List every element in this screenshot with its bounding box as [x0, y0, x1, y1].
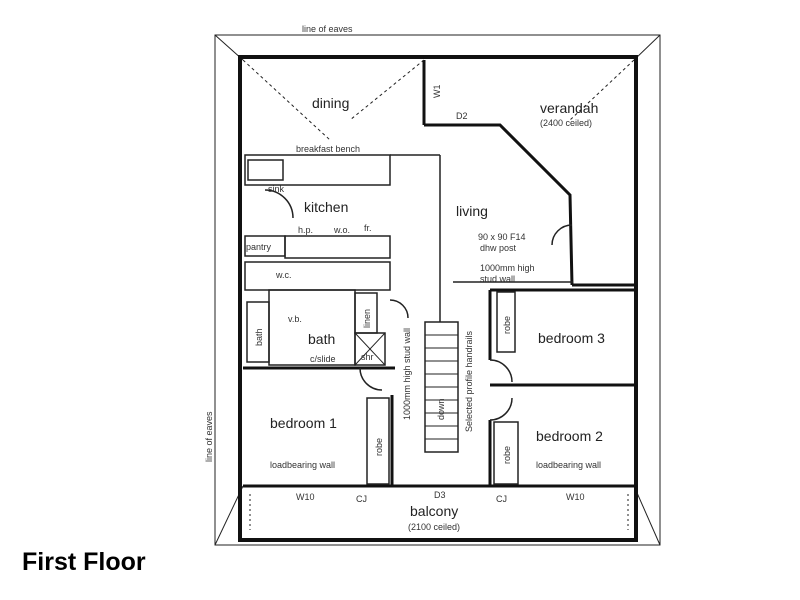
- eaves-outline: [214, 34, 661, 546]
- stud-wall-note-line2: stud wall: [480, 274, 515, 284]
- hp-label: h.p.: [298, 225, 313, 235]
- bedroom3-door-arc: [489, 359, 513, 383]
- post-note-line1: 90 x 90 F14: [478, 232, 526, 242]
- bath-tub-label: bath: [254, 328, 264, 346]
- bedroom2-door-arc: [489, 397, 513, 421]
- robe-top-bedroom3: [496, 291, 516, 353]
- fr-label: fr.: [364, 223, 372, 233]
- eaves-hip-tr: [633, 34, 661, 61]
- loadbearing-wall-left-label: loadbearing wall: [270, 460, 335, 470]
- room-label-bath: bath: [308, 331, 335, 347]
- room-label-verandah: verandah: [540, 100, 598, 116]
- room-label-balcony: balcony: [410, 503, 458, 519]
- robe-bedroom1-label: robe: [374, 438, 384, 456]
- window-w1-label: W1: [432, 85, 442, 99]
- linen-label: linen: [362, 309, 372, 328]
- room-label-bedroom1: bedroom 1: [270, 415, 337, 431]
- room-label-dining: dining: [312, 95, 349, 111]
- bath-door-arc: [389, 299, 409, 319]
- eaves-hip-br: [633, 485, 661, 546]
- kitchen-door-arc: [264, 189, 294, 219]
- cj-left-label: CJ: [356, 494, 367, 504]
- breakfast-bench: [244, 154, 391, 186]
- verandah-note: (2400 ceiled): [540, 118, 592, 128]
- loadbearing-wall-right-label: loadbearing wall: [536, 460, 601, 470]
- bedroom1-door-arc: [359, 367, 383, 391]
- window-w10-right-label: W10: [566, 492, 585, 502]
- room-label-bedroom2: bedroom 2: [536, 428, 603, 444]
- room-label-kitchen: kitchen: [304, 199, 348, 215]
- door-d3-label: D3: [434, 490, 446, 500]
- stud-wall-note-line1: 1000mm high: [480, 263, 535, 273]
- kitchen-bench: [284, 235, 391, 259]
- window-w10-left-label: W10: [296, 492, 315, 502]
- sink-label: sink: [268, 184, 285, 194]
- handrails-label: Selected profile handrails: [464, 330, 474, 432]
- robe-bedroom2-label: robe: [502, 446, 512, 464]
- verandah-wall-angled: [424, 123, 574, 286]
- shr-label: shr: [361, 352, 374, 362]
- wo-label: w.o.: [333, 225, 350, 235]
- room-label-bedroom3: bedroom 3: [538, 330, 605, 346]
- stair-down-label: down: [436, 398, 446, 420]
- slide-label: c/slide: [310, 354, 336, 364]
- verandah-door-arc: [551, 224, 573, 246]
- vb-label: v.b.: [288, 314, 302, 324]
- pantry-label: pantry: [246, 242, 272, 252]
- wc-label: w.c.: [275, 270, 292, 280]
- shower: [354, 332, 386, 366]
- door-d2-label: D2: [456, 111, 468, 121]
- robe-top-label: robe: [502, 316, 512, 334]
- sink-unit: [247, 159, 284, 181]
- stud-wall-vertical-label: 1000mm high stud wall: [402, 328, 412, 420]
- balcony-note: (2100 ceiled): [408, 522, 460, 532]
- breakfast-bench-label: breakfast bench: [296, 144, 360, 154]
- floor-caption: First Floor: [22, 548, 146, 576]
- post-note-line2: dhw post: [480, 243, 517, 253]
- robe-bedroom2: [493, 421, 519, 485]
- line-of-eaves-top-label: line of eaves: [302, 24, 353, 34]
- wc-area: [244, 261, 391, 291]
- cj-right-label: CJ: [496, 494, 507, 504]
- outer-wall: [238, 55, 638, 542]
- room-label-living: living: [456, 203, 488, 219]
- line-of-eaves-side-label: line of eaves: [204, 411, 214, 462]
- robe-bedroom1: [366, 397, 390, 485]
